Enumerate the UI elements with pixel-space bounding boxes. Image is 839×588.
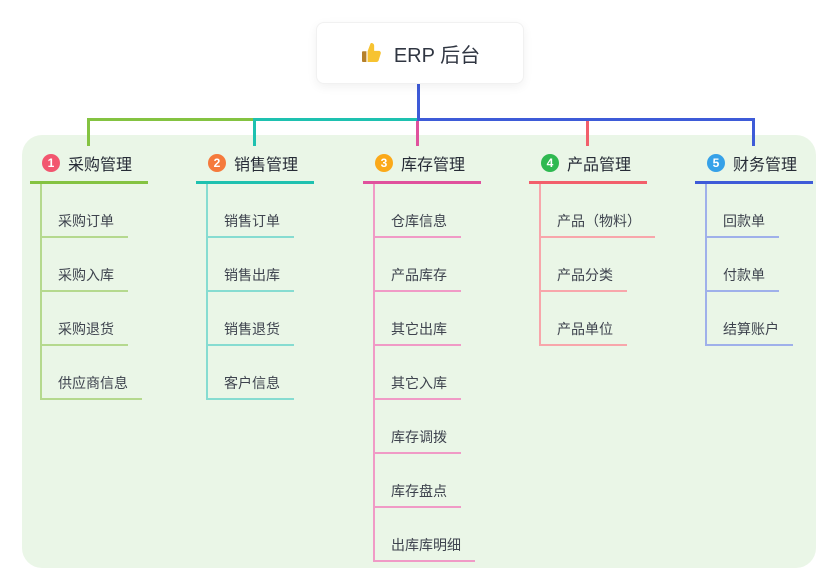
branch-column: 1 采购管理 采购订单采购入库采购退货供应商信息 (30, 146, 148, 400)
branch-column: 2 销售管理 销售订单销售出库销售退货客户信息 (196, 146, 314, 400)
branch-label: 产品管理 (567, 157, 632, 174)
connector-bus-teal (253, 118, 417, 121)
child-node[interactable]: 产品库存 (375, 238, 461, 292)
connector-drop-4 (586, 121, 589, 146)
child-node[interactable]: 仓库信息 (375, 184, 461, 238)
root-node[interactable]: ERP 后台 (316, 22, 524, 84)
child-node[interactable]: 产品单位 (541, 292, 627, 346)
branch-number-badge: 3 (375, 154, 393, 172)
child-node[interactable]: 产品（物料） (541, 184, 655, 238)
child-node[interactable]: 出库库明细 (375, 508, 475, 562)
child-node[interactable]: 采购入库 (42, 238, 128, 292)
branch-label: 采购管理 (68, 157, 133, 174)
branch-number-badge: 4 (541, 154, 559, 172)
child-node[interactable]: 付款单 (707, 238, 779, 292)
branch-node[interactable]: 1 采购管理 (30, 146, 148, 184)
branch-children: 销售订单销售出库销售退货客户信息 (206, 184, 294, 400)
connector-bus-green (87, 118, 253, 121)
child-node[interactable]: 采购订单 (42, 184, 128, 238)
child-node[interactable]: 产品分类 (541, 238, 627, 292)
connector-root-vertical (417, 82, 420, 121)
branch-children: 回款单付款单结算账户 (705, 184, 793, 346)
child-node[interactable]: 客户信息 (208, 346, 294, 400)
branch-node[interactable]: 5 财务管理 (695, 146, 813, 184)
child-node[interactable]: 库存盘点 (375, 454, 461, 508)
child-node[interactable]: 其它出库 (375, 292, 461, 346)
branch-children: 仓库信息产品库存其它出库其它入库库存调拨库存盘点出库库明细 (373, 184, 475, 562)
branch-node[interactable]: 3 库存管理 (363, 146, 481, 184)
child-node[interactable]: 采购退货 (42, 292, 128, 346)
branch-label: 库存管理 (401, 157, 466, 174)
child-node[interactable]: 销售出库 (208, 238, 294, 292)
branch-column: 5 财务管理 回款单付款单结算账户 (695, 146, 813, 346)
child-node[interactable]: 销售退货 (208, 292, 294, 346)
connector-drop-5 (752, 118, 755, 146)
branch-column: 3 库存管理 仓库信息产品库存其它出库其它入库库存调拨库存盘点出库库明细 (363, 146, 481, 562)
connector-drop-2 (253, 118, 256, 146)
child-node[interactable]: 库存调拨 (375, 400, 461, 454)
branches-panel (22, 135, 816, 568)
connector-drop-3 (416, 121, 419, 146)
branch-children: 产品（物料）产品分类产品单位 (539, 184, 655, 346)
branch-number-badge: 1 (42, 154, 60, 172)
child-node[interactable]: 其它入库 (375, 346, 461, 400)
root-label: ERP 后台 (393, 44, 481, 67)
thumbs-up-icon (360, 41, 384, 65)
child-node[interactable]: 结算账户 (707, 292, 793, 346)
child-node[interactable]: 销售订单 (208, 184, 294, 238)
branch-label: 财务管理 (733, 157, 798, 174)
branch-number-badge: 2 (208, 154, 226, 172)
child-node[interactable]: 供应商信息 (42, 346, 142, 400)
connector-drop-1 (87, 118, 90, 146)
child-node[interactable]: 回款单 (707, 184, 779, 238)
branch-label: 销售管理 (234, 157, 299, 174)
branch-node[interactable]: 2 销售管理 (196, 146, 314, 184)
connector-bus-blue (417, 118, 755, 121)
branch-children: 采购订单采购入库采购退货供应商信息 (40, 184, 142, 400)
branch-number-badge: 5 (707, 154, 725, 172)
branch-node[interactable]: 4 产品管理 (529, 146, 647, 184)
branch-column: 4 产品管理 产品（物料）产品分类产品单位 (529, 146, 655, 346)
